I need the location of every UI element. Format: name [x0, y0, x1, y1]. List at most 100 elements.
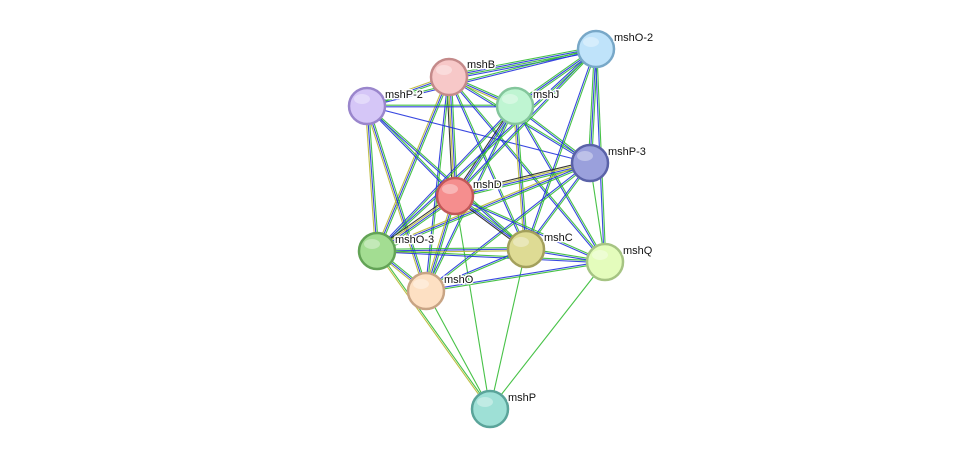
node-label: mshO-3 — [395, 234, 434, 246]
node-label-halo: mshB — [467, 59, 495, 71]
edge-line-olive — [364, 106, 426, 292]
node-circle[interactable] — [435, 176, 475, 216]
edge-mshP-2-mshO-3[interactable] — [364, 105, 380, 252]
edge-line-blue — [425, 161, 590, 291]
edge-line-green — [367, 105, 429, 291]
edge-line-green — [425, 290, 491, 410]
edge-line-olive — [447, 77, 455, 197]
node-label-halo: mshD — [473, 179, 502, 191]
node-circle[interactable] — [347, 86, 387, 126]
edge-line-green — [426, 163, 591, 293]
node-label-halo: mshQ — [623, 245, 653, 257]
node-mshD[interactable] — [435, 176, 475, 216]
node-label-halo: mshC — [544, 232, 573, 244]
edge-mshQ-mshP[interactable] — [489, 261, 606, 410]
edge-line-blue — [424, 76, 449, 291]
node-label: mshQ — [623, 245, 653, 257]
edge-mshD-mshP[interactable] — [454, 195, 491, 410]
edge-line-blue — [524, 48, 596, 249]
node-gloss — [477, 397, 493, 407]
node-mshC[interactable] — [506, 229, 546, 269]
edge-mshQ-mshO[interactable] — [425, 260, 606, 293]
edge-line-green — [455, 194, 606, 262]
edge-line-blue — [449, 76, 457, 196]
node-label-halo: mshO — [444, 274, 474, 286]
edge-line-green — [368, 105, 380, 251]
edge-mshO-3-mshP[interactable] — [375, 250, 492, 410]
node-mshJ[interactable] — [495, 86, 535, 126]
node-circle[interactable] — [570, 143, 610, 183]
node-label-halo: mshJ — [533, 89, 559, 101]
node-label-halo: mshP-3 — [608, 146, 646, 158]
edge-line-blue — [376, 248, 527, 252]
edge-line-green — [426, 77, 451, 292]
edge-line-olive — [454, 161, 590, 196]
node-circle[interactable] — [585, 242, 625, 282]
node-mshP-2[interactable] — [347, 86, 387, 126]
node-label: mshC — [544, 232, 573, 244]
edge-line-green — [366, 47, 596, 106]
edge-mshO-3-mshC[interactable] — [376, 246, 527, 254]
node-mshO[interactable] — [406, 271, 446, 311]
node-circle[interactable] — [576, 29, 616, 69]
node-gloss — [436, 65, 452, 75]
node-circle[interactable] — [406, 271, 446, 311]
edge-line-green — [515, 105, 607, 262]
node-circle[interactable] — [357, 231, 397, 271]
node-label: mshP — [508, 392, 536, 404]
edge-line-green — [526, 49, 598, 250]
node-circle[interactable] — [495, 86, 535, 126]
edge-mshP-2-mshO[interactable] — [364, 105, 429, 292]
edge-mshO-2-mshC[interactable] — [524, 48, 598, 250]
node-gloss — [583, 37, 599, 47]
edge-line-green — [455, 49, 597, 197]
node-label: mshB — [467, 59, 495, 71]
edge-line-blue — [376, 162, 591, 252]
node-gloss — [364, 239, 380, 249]
node-circle[interactable] — [429, 57, 469, 97]
edge-line-green — [377, 249, 606, 262]
node-gloss — [513, 237, 529, 247]
node-circle[interactable] — [470, 389, 510, 429]
node-label: mshD — [473, 179, 502, 191]
edge-mshP-2-mshP-3[interactable] — [366, 105, 591, 164]
edge-line-blue — [425, 260, 605, 291]
edge-line-blue — [376, 76, 450, 252]
edge-line-blue — [366, 105, 378, 252]
edge-mshO-2-mshO-3[interactable] — [376, 48, 597, 252]
edge-mshO-3-mshQ[interactable] — [376, 249, 606, 264]
edge-line-olive — [376, 161, 590, 251]
node-label: mshJ — [533, 89, 559, 101]
node-mshO-3[interactable] — [357, 231, 397, 271]
edge-mshJ-mshQ[interactable] — [513, 105, 607, 263]
edge-line-blue — [513, 106, 605, 263]
edge-line-green — [489, 248, 527, 410]
edge-line-blue — [376, 105, 515, 251]
edge-line-olive — [377, 250, 527, 254]
node-mshP[interactable] — [470, 389, 510, 429]
node-circle[interactable] — [506, 229, 546, 269]
node-mshP-3[interactable] — [570, 143, 610, 183]
node-label-halo: mshO-2 — [614, 32, 653, 44]
edge-line-green — [454, 195, 491, 410]
node-mshO-2[interactable] — [576, 29, 616, 69]
edge-line-blue — [448, 47, 596, 77]
edge-mshD-mshQ[interactable] — [454, 194, 606, 264]
edge-mshP-3-mshO[interactable] — [425, 161, 591, 293]
edge-mshP-2-mshO-2[interactable] — [366, 47, 597, 108]
edge-line-blue — [447, 77, 605, 263]
edge-mshO-mshP[interactable] — [425, 290, 491, 410]
edge-line-green — [489, 261, 606, 410]
edge-mshP-2-mshJ[interactable] — [367, 104, 515, 108]
edge-mshB-mshO[interactable] — [424, 76, 451, 292]
edge-line-olive — [364, 106, 376, 252]
node-mshQ[interactable] — [585, 242, 625, 282]
edge-line-blue — [366, 106, 455, 197]
edge-line-blue — [366, 105, 427, 292]
node-label-halo: mshO-3 — [395, 234, 434, 246]
node-gloss — [502, 94, 518, 104]
node-gloss — [577, 151, 593, 161]
edge-mshC-mshP[interactable] — [489, 248, 527, 410]
node-mshB[interactable] — [429, 57, 469, 97]
edge-line-green — [448, 46, 596, 76]
